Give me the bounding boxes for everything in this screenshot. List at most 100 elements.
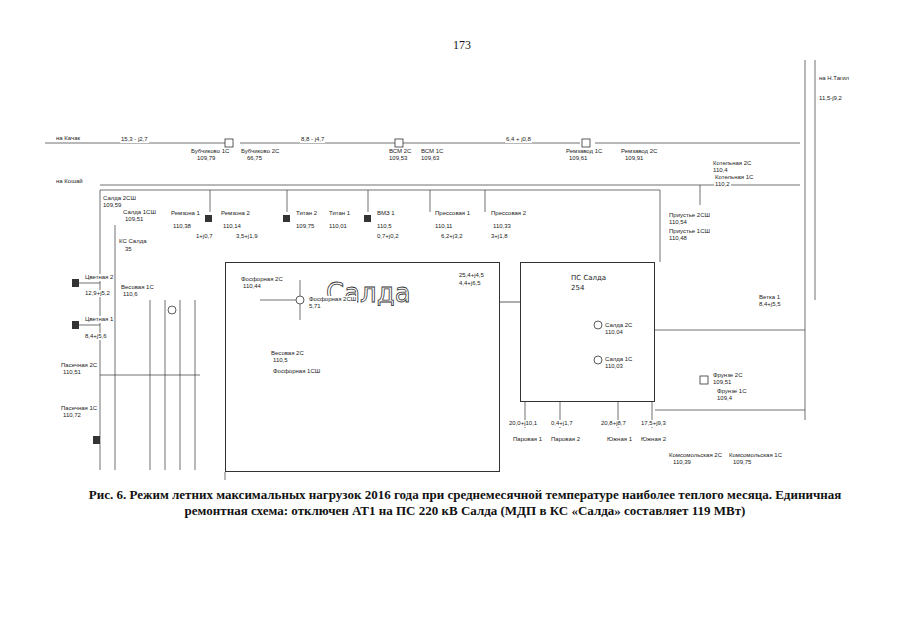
- power-flow: 12,9+j5,2: [84, 290, 111, 297]
- bus-name: Титан 1: [328, 210, 351, 217]
- power-flow: 6,4 + j0,8: [505, 136, 532, 143]
- substation-box: ПС Салда254: [520, 262, 655, 402]
- power-flow: 3+j1,8: [490, 233, 509, 240]
- bus-voltage: 66,75: [246, 155, 263, 162]
- bus-voltage: 110,6: [122, 291, 139, 298]
- bus-name: Приустье 1СШ: [668, 228, 711, 235]
- node-text: Салда: [326, 279, 411, 308]
- bus-name: Весовая 2С: [270, 350, 305, 357]
- figure-caption: Рис. 6. Режим летних максимальных нагруз…: [60, 487, 870, 519]
- bus-voltage: 110,5: [376, 223, 393, 230]
- bus-voltage: 110,03: [604, 363, 624, 370]
- bus-voltage: 110,54: [668, 219, 688, 226]
- bus-voltage: 5,71: [308, 303, 322, 310]
- bus-name: Приустье 2СШ: [668, 212, 711, 219]
- line-direction: на Кошай: [55, 178, 84, 185]
- bus-name: Цветная 2: [84, 274, 114, 281]
- bus-name: ВСМ 1С: [420, 148, 444, 155]
- bus-name: Пасечная 2С: [60, 362, 98, 369]
- bus-voltage: 110,44: [242, 283, 262, 290]
- bus-name: Фосфорная 1СШ: [272, 368, 321, 375]
- bus-voltage: 110,39: [672, 459, 692, 466]
- bus-voltage: 110,5: [272, 357, 289, 364]
- bus-voltage: 110,11: [434, 223, 453, 230]
- bus-voltage: 109,53: [388, 155, 408, 162]
- substation-name: Паровая 1: [512, 436, 543, 443]
- bus-voltage: 110,01: [328, 223, 348, 230]
- bus-name: Салда 1СШ: [122, 209, 157, 216]
- page-number: 173: [452, 38, 472, 52]
- bus-voltage: 109,51: [712, 379, 732, 386]
- power-flow: 17,5+j9,3: [640, 420, 667, 427]
- bus-name: Ремзона 2: [220, 210, 251, 217]
- bus-voltage: 110,04: [604, 329, 624, 336]
- bus-voltage: 109,63: [420, 155, 440, 162]
- bus-voltage: 110,48: [668, 235, 688, 242]
- power-flow: 11,5-j9,2: [818, 95, 843, 102]
- bus-name: Бубчиково 2С: [240, 148, 280, 155]
- substation-name: Паровая 2: [550, 436, 581, 443]
- substation-name: Южная 1: [606, 436, 633, 443]
- power-flow: 8,8 - j4,7: [300, 136, 325, 143]
- bus-name: Пасечная 1С: [60, 405, 98, 412]
- bus-voltage: 110,14: [222, 223, 242, 230]
- line-direction: на Качак: [55, 135, 81, 142]
- bus-voltage: 110,72: [62, 412, 82, 419]
- bus-voltage: 110,51: [62, 369, 82, 376]
- bus-voltage: 110,2: [714, 181, 731, 188]
- bus-name: Прессовая 2: [490, 210, 527, 217]
- node-text: ПС Салда: [571, 273, 606, 283]
- bus-voltage: 109,91: [624, 155, 644, 162]
- power-flow: 20,8+j8,7: [600, 420, 627, 427]
- bus-name: Прессовая 1: [434, 210, 471, 217]
- substation-number: 35: [124, 246, 133, 253]
- bus-voltage: 110,33: [492, 223, 512, 230]
- bus-voltage: 109,75: [295, 223, 315, 230]
- bus-name: Фрунзе 2С: [712, 372, 744, 379]
- power-flow: 4,4+j6,5: [458, 280, 482, 287]
- bus-name: Комсомольская 2С: [668, 452, 723, 459]
- bus-name: Титан 2: [295, 210, 318, 217]
- power-flow: 6,2+j3,2: [440, 233, 464, 240]
- bus-name: Салда 1С: [604, 356, 633, 363]
- bus-name: Фосфорная 2С: [240, 276, 284, 283]
- bus-name: Весовая 1С: [120, 284, 155, 291]
- bus-name: Цветная 1: [84, 316, 114, 323]
- bus-name: ВСМ 2С: [388, 148, 412, 155]
- power-flow: 15,3 - j2,7: [120, 136, 149, 143]
- line-direction: на Н.Тагил: [818, 75, 850, 82]
- bus-name: Салда 2СШ: [102, 195, 137, 202]
- substation-name: Южная 2: [640, 436, 667, 443]
- power-flow: 20,0+j10,1: [508, 420, 538, 427]
- bus-name: Ремзавод 1С: [565, 148, 603, 155]
- power-flow: 3,5+j1,9: [235, 233, 259, 240]
- bus-voltage: 109,79: [196, 155, 216, 162]
- power-flow: 8,4+j5,5: [758, 301, 782, 308]
- power-flow: 25,4+j4,5: [458, 272, 485, 279]
- bus-name: Бубчиково 1С: [190, 148, 230, 155]
- power-flow: 0,7+j0,2: [376, 233, 400, 240]
- area-region: Салда: [225, 262, 500, 472]
- bus-voltage: 109,4: [716, 395, 733, 402]
- substation-name: КС Салда: [118, 238, 148, 245]
- bus-name: Фрунзе 1С: [716, 388, 748, 395]
- bus-name: Котельная 2С: [712, 160, 752, 167]
- bus-voltage: 109,51: [124, 216, 144, 223]
- power-flow: 1+j0,7: [195, 233, 214, 240]
- bus-name: Салда 2С: [604, 322, 633, 329]
- bus-name: Ветка 1: [758, 294, 781, 301]
- bus-voltage: 110,38: [172, 223, 192, 230]
- power-flow: 0,4+j1,7: [550, 420, 574, 427]
- bus-name: ВМЗ 1: [376, 210, 396, 217]
- bus-voltage: 109,75: [732, 459, 752, 466]
- bus-name: Комсомольская 1С: [728, 452, 783, 459]
- bus-name: Котельная 1С: [714, 174, 754, 181]
- bus-name: Фосфорная 2СШ: [308, 296, 357, 303]
- bus-voltage: 110,4: [712, 167, 729, 174]
- node-text: 254: [571, 283, 584, 293]
- bus-name: Ремзавод 2С: [620, 148, 658, 155]
- power-flow: 8,4+j5,6: [84, 333, 108, 340]
- line-connector: [500, 302, 520, 303]
